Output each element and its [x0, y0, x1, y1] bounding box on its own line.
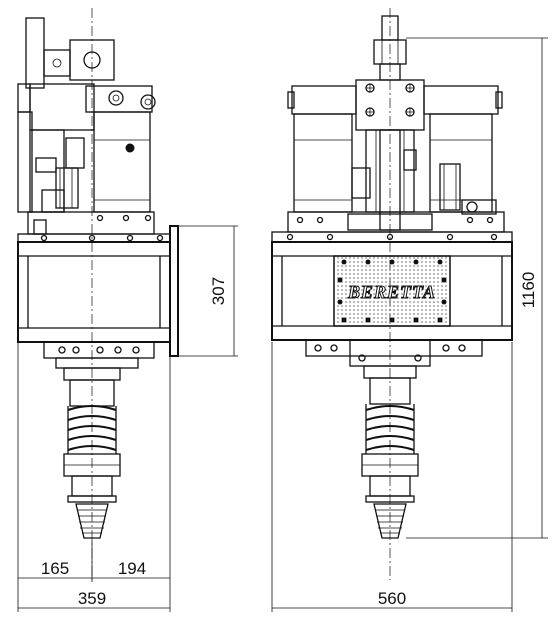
side-main-housing: [17, 241, 171, 343]
dim-flange-height-label: 307: [209, 277, 228, 305]
side-hydraulic-motor: [93, 111, 151, 213]
brand-plate: BERETTA: [333, 255, 451, 327]
side-motor-block: [29, 83, 95, 131]
side-base-plate: [27, 211, 155, 235]
front-left-motor-cap: [291, 85, 357, 115]
front-right-motor-cap: [423, 85, 499, 115]
front-right-motor: [429, 113, 493, 213]
dim-side-offsets: 165 194: [17, 342, 171, 612]
side-mount-plate: [25, 17, 45, 89]
side-spring: [67, 405, 117, 454]
dim-front-total-width: 560: [271, 342, 513, 612]
dim-front-total-width-label: 560: [378, 589, 406, 608]
dim-right-offset-label: 194: [118, 559, 146, 578]
front-spring: [365, 404, 415, 454]
dim-side-total-width: 359: [18, 589, 170, 609]
front-drill-thread: [373, 503, 407, 539]
side-view: 307 165 194 359: [17, 8, 238, 612]
front-upper-bolts: [365, 83, 415, 117]
front-valve: [439, 163, 461, 211]
dim-front-total-height-label: 1160: [519, 272, 538, 309]
dim-left-offset-label: 165: [41, 559, 69, 578]
side-drill-thread: [75, 503, 109, 539]
dim-front-total-height: 1160: [406, 37, 548, 539]
front-shaft-housing: [369, 377, 411, 405]
side-flange: [169, 225, 179, 357]
side-gearbox-hole: [83, 51, 101, 69]
side-bottom-plate: [43, 341, 155, 359]
side-gearbox-plate: [43, 49, 71, 77]
brand-label: BERETTA: [347, 282, 436, 302]
front-bottom-plate: [305, 339, 483, 357]
front-left-motor: [293, 113, 353, 213]
dim-flange-height: 307: [178, 225, 238, 357]
dim-side-total-width-label: 359: [78, 589, 106, 608]
front-view: BERETTA 1160: [271, 8, 548, 612]
